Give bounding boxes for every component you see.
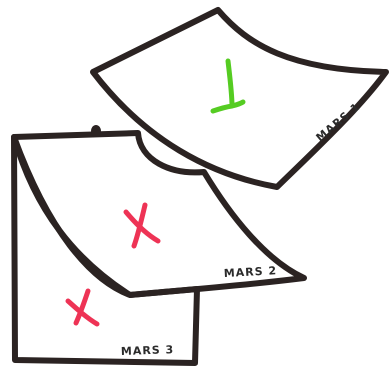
cross-icon — [123, 202, 161, 249]
sheet-mars-3: MARS 3 — [11, 134, 200, 366]
sheet-mars-1: MARS 1 — [90, 7, 389, 190]
sheet-mars-2: MARS 2 — [11, 130, 307, 298]
cross-icon — [65, 288, 100, 327]
sheet-mars-1-label: MARS 1 — [314, 100, 363, 144]
sheet-mars-3-outline — [11, 134, 200, 366]
sheet-mars-1-outline — [90, 7, 389, 190]
ink-dot — [91, 125, 101, 137]
sheet-mars-2-label: MARS 2 — [223, 264, 277, 280]
checkmark-icon — [210, 58, 246, 114]
sheet-mars-3-label: MARS 3 — [121, 343, 175, 358]
